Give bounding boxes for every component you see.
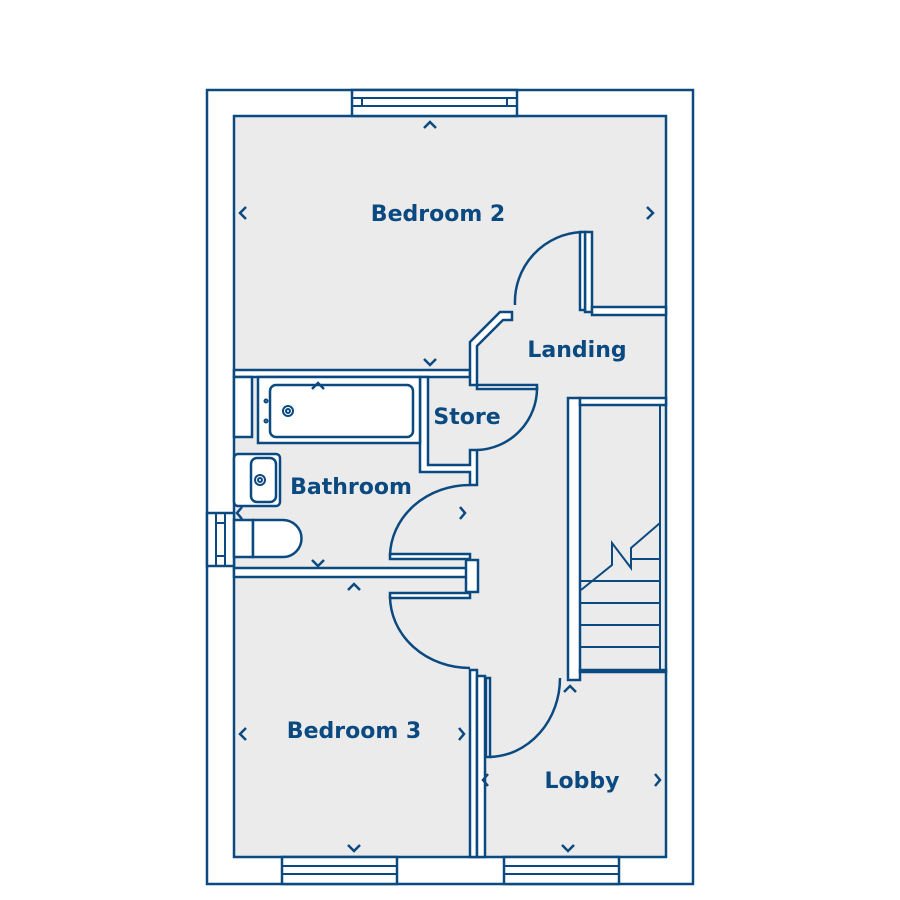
window-bottom-right bbox=[502, 855, 621, 886]
window-left bbox=[205, 511, 236, 568]
sink bbox=[232, 452, 282, 508]
dimension-markers bbox=[235, 120, 662, 853]
door-bedroom2[interactable] bbox=[513, 230, 587, 312]
room-label-bedroom2: Bedroom 2 bbox=[371, 202, 505, 227]
window-top bbox=[350, 88, 519, 118]
room-label-bathroom: Bathroom bbox=[290, 475, 412, 500]
door-store[interactable] bbox=[475, 383, 539, 452]
door-bedroom3[interactable] bbox=[388, 591, 472, 670]
room-label-landing: Landing bbox=[527, 338, 626, 363]
toilet bbox=[232, 518, 303, 559]
room-label-lobby: Lobby bbox=[545, 769, 620, 794]
bath-tub bbox=[232, 375, 422, 445]
door-lobby[interactable] bbox=[484, 676, 562, 759]
door-bathroom[interactable] bbox=[388, 483, 472, 561]
window-bottom-left bbox=[280, 855, 399, 886]
room-label-store: Store bbox=[433, 405, 500, 430]
room-label-bedroom3: Bedroom 3 bbox=[287, 719, 421, 744]
staircase bbox=[580, 405, 661, 670]
